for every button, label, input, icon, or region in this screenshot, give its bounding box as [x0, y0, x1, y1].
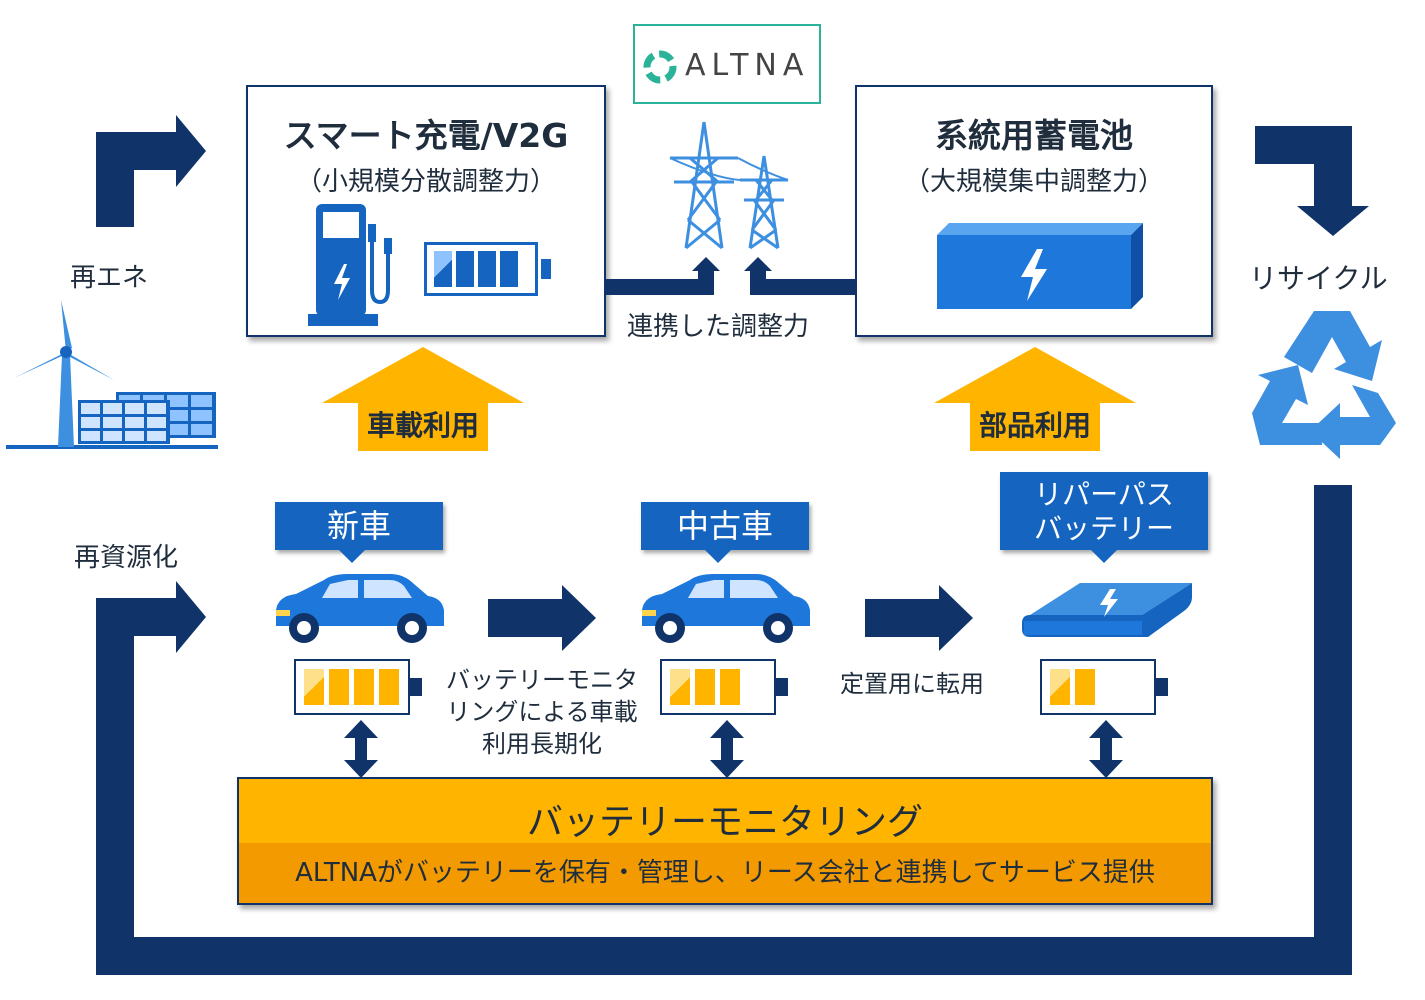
- smart-charging-subtitle: （小規模分散調整力）: [295, 167, 556, 197]
- stationary-label: 定置用に転用: [840, 670, 984, 698]
- battery-pack-icon: [1022, 583, 1192, 637]
- vehicle-use-arrow: [322, 347, 524, 451]
- vehicle-use-label: 車載利用: [366, 409, 479, 442]
- used-car-callout: 中古車: [641, 502, 809, 550]
- grid-battery-subtitle: （大規模集中調整力）: [903, 167, 1164, 197]
- repurpose-label-2: バッテリー: [1033, 512, 1174, 545]
- used-car-label: 中古車: [676, 507, 773, 545]
- altna-logo-text: ALTNA: [685, 48, 810, 83]
- monitoring-extension-line-3: 利用長期化: [482, 730, 602, 758]
- used-car-icon: [642, 574, 810, 643]
- new-car-battery-icon: [294, 659, 422, 715]
- repurpose-monitor-link-icon: [1089, 720, 1123, 778]
- grid-battery-box: 系統用蓄電池 （大規模集中調整力）: [855, 85, 1213, 337]
- repurpose-battery-icon: [1040, 659, 1168, 715]
- renewable-arrow-icon: [96, 115, 206, 227]
- coordination-arrows: [606, 257, 856, 295]
- recycle-resource-label: 再資源化: [74, 543, 179, 573]
- monitoring-bar: バッテリーモニタリング ALTNAがバッテリーを保有・管理し、リース会社と連携し…: [237, 777, 1213, 905]
- new-car-callout: 新車: [275, 502, 443, 550]
- repurpose-callout-tail: [1090, 549, 1118, 563]
- monitoring-extension-line-2: リングによる車載: [446, 698, 638, 726]
- parts-use-arrow: [934, 347, 1136, 451]
- smart-charging-title: スマート充電/V2G: [283, 116, 569, 155]
- to-recycle-arrow-icon: [1255, 126, 1369, 236]
- renewable-label: 再エネ: [70, 263, 149, 293]
- repurpose-callout: リパーパス バッテリー: [1000, 472, 1208, 550]
- used-car-battery-icon: [660, 659, 788, 715]
- monitoring-extension-line-1: バッテリーモニタ: [446, 666, 638, 694]
- used-car-callout-tail: [704, 549, 732, 563]
- new-car-callout-tail: [338, 549, 366, 563]
- monitoring-bar-description-band: ALTNAがバッテリーを保有・管理し、リース会社と連携してサービス提供: [239, 843, 1211, 903]
- new-car-monitor-link-icon: [344, 720, 378, 778]
- arrow-new-to-used-icon: [488, 585, 596, 651]
- ev-charger-icon: [308, 204, 392, 326]
- used-car-monitor-link-icon: [710, 720, 744, 778]
- full-battery-icon: [424, 242, 551, 296]
- altna-logo: ALTNA: [633, 24, 821, 104]
- coordination-label: 連携した調整力: [627, 312, 810, 342]
- parts-use-label: 部品利用: [978, 409, 1091, 442]
- monitoring-extension-label: バッテリーモニタ リングによる車載 利用長期化: [430, 664, 654, 760]
- recycle-icon: [1252, 311, 1396, 459]
- recycle-label: リサイクル: [1249, 262, 1388, 295]
- new-car-icon: [276, 574, 444, 643]
- arrow-used-to-repurpose-icon: [865, 585, 973, 651]
- monitoring-bar-title: バッテリーモニタリング: [526, 802, 923, 843]
- smart-charging-box: スマート充電/V2G （小規模分散調整力）: [246, 85, 606, 337]
- repurpose-label-1: リパーパス: [1034, 478, 1174, 511]
- altna-logo-mark-icon: [643, 50, 677, 84]
- new-car-label: 新車: [326, 507, 391, 545]
- grid-storage-battery-icon: [937, 223, 1143, 309]
- wind-solar-icon: [6, 300, 218, 449]
- monitoring-bar-description: ALTNAがバッテリーを保有・管理し、リース会社と連携してサービス提供: [295, 858, 1155, 888]
- power-tower-icon: [669, 121, 789, 250]
- grid-battery-title: 系統用蓄電池: [935, 116, 1133, 155]
